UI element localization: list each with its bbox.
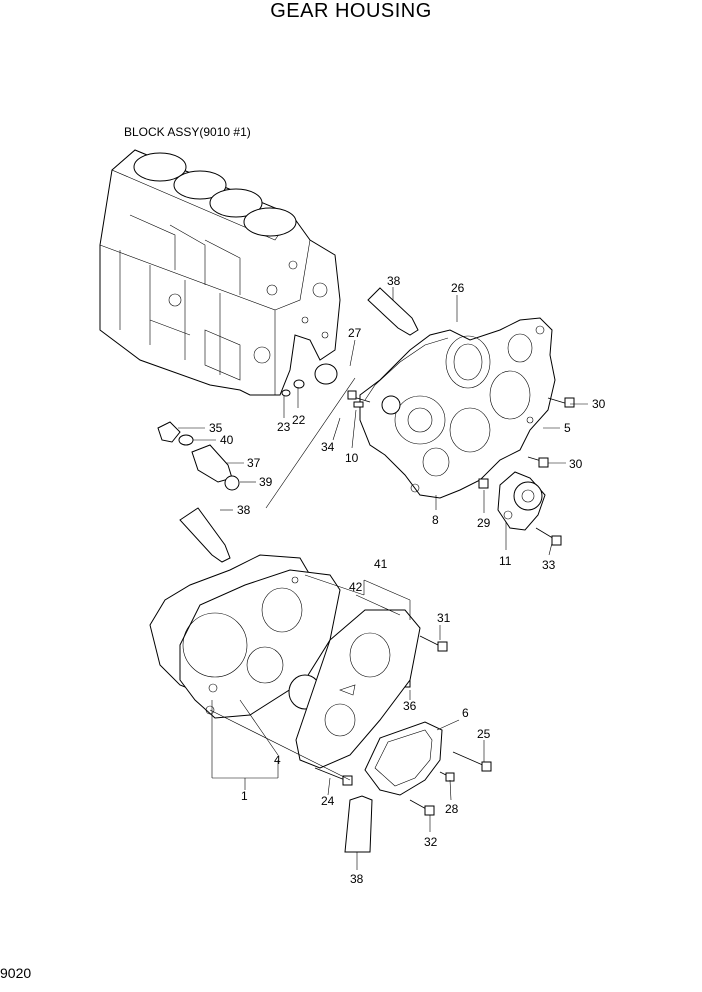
part-label-27: 27 <box>348 326 362 340</box>
front-cover-drawing <box>149 554 421 769</box>
part-label-4: 4 <box>274 753 281 767</box>
part-label-33: 33 <box>542 558 556 572</box>
oil-pump-drawing <box>497 471 546 531</box>
engine-block-drawing <box>99 149 341 396</box>
part-number-labels: 38 26 27 30 5 30 35 40 37 39 38 34 10 23… <box>209 274 606 886</box>
part-label-6: 6 <box>462 706 469 720</box>
part-label-42: 42 <box>349 580 363 594</box>
part-label-23: 23 <box>277 420 291 434</box>
part-label-37: 37 <box>247 456 261 470</box>
part-label-22: 22 <box>292 413 306 427</box>
part-label-31: 31 <box>437 611 451 625</box>
part-label-26: 26 <box>451 281 465 295</box>
gear-housing-drawing <box>359 317 556 499</box>
part-label-30-lower: 30 <box>569 457 583 471</box>
part-label-29: 29 <box>477 516 491 530</box>
part-label-36: 36 <box>403 699 417 713</box>
page-number: 9020 <box>0 965 32 981</box>
leader-lines <box>178 287 588 870</box>
cover-plate-drawing <box>364 721 443 796</box>
front-small-parts-drawing <box>157 421 240 491</box>
part-label-5: 5 <box>564 421 571 435</box>
block-assy-label: BLOCK ASSY(9010 #1) <box>124 125 251 139</box>
part-label-41: 41 <box>374 557 388 571</box>
part-label-1: 1 <box>241 789 248 803</box>
part-label-32: 32 <box>424 835 438 849</box>
part-label-38-top: 38 <box>387 274 401 288</box>
part-label-40: 40 <box>220 433 234 447</box>
page-title: GEAR HOUSING <box>270 0 432 22</box>
part-label-24: 24 <box>321 794 335 808</box>
part-label-28: 28 <box>445 802 459 816</box>
part-label-35: 35 <box>209 421 223 435</box>
part-label-38-bottom: 38 <box>350 872 364 886</box>
part-label-10: 10 <box>345 451 359 465</box>
part-label-38-left: 38 <box>237 503 251 517</box>
part-label-34: 34 <box>321 440 335 454</box>
part-label-8: 8 <box>432 513 439 527</box>
part-label-25: 25 <box>477 727 491 741</box>
part-label-11: 11 <box>499 554 512 568</box>
part-label-30-upper: 30 <box>592 397 606 411</box>
sealant-tubes-drawing <box>179 287 419 853</box>
part-label-39: 39 <box>259 475 273 489</box>
